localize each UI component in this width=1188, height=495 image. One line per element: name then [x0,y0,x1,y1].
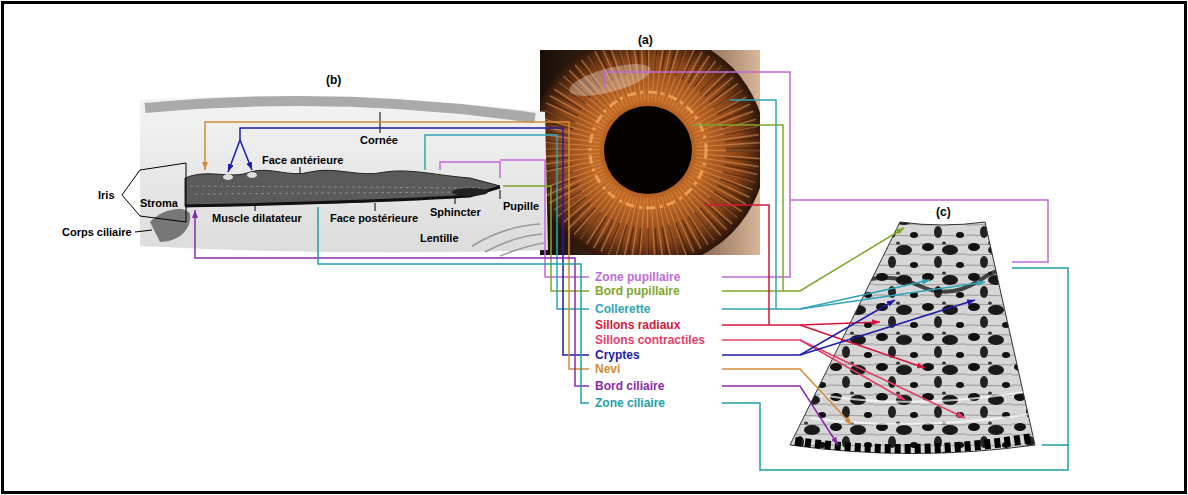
leader-line [776,280,930,309]
pupil [604,106,692,194]
iris-disc [540,50,760,255]
section-ground [140,96,548,252]
collarette-line [860,270,1010,292]
crypt [223,174,233,180]
leader-line [503,186,589,291]
leader-line [800,300,975,355]
leader-line [722,386,838,445]
panel-letter: (b) [326,73,341,87]
sphincter-muscle [452,188,488,196]
leader-line [318,207,589,403]
iris-band-texture [790,222,1035,454]
cornea [145,101,535,118]
leader-line [240,128,589,355]
leader-line [425,135,589,309]
part-label: Cornée [360,133,398,147]
part-label: Sphincter [430,205,481,219]
zone-bracket [722,268,1068,470]
part-label: Muscle dilatateur [212,211,302,225]
feature-label: Bord ciliaire [595,379,664,393]
part-label: Iris [98,188,115,202]
leader-line [722,300,895,355]
leader-line [195,210,589,386]
leader-line [705,205,769,325]
feature-label: Bord pupillaire [595,284,680,298]
feature-label: Collerette [595,302,650,316]
leader-line [800,325,925,368]
leader-line [769,322,880,325]
leader-line [228,140,240,172]
leader-line [205,122,589,369]
ciliary-body [150,209,190,242]
leader-line [605,72,790,277]
leader-line [722,369,852,425]
leader-lines [195,72,1068,470]
iris-bracket [122,163,186,222]
lens [472,224,544,256]
ciliary-border [795,438,1032,449]
part-label: Face postérieure [330,211,418,225]
feature-label: Sillons radiaux [595,318,680,332]
unwrapped-iris [790,222,1035,454]
leader-line [800,340,965,418]
frame [3,3,1186,493]
part-label: Lentille [420,231,459,245]
crypt [247,172,257,178]
leader-line [240,140,252,170]
highlight [566,58,653,103]
feature-label: Zone pupillaire [595,270,680,284]
collarette-ring [590,92,706,208]
posterior-epithelium [185,187,500,206]
feature-label: Nevi [595,362,620,376]
leader-line [440,160,589,277]
feature-label: Zone ciliaire [595,396,665,410]
leader-line [722,340,905,400]
part-label: Face antérieure [262,153,343,167]
feature-label: Sillons contractiles [595,333,705,347]
part-label: Pupille [503,199,539,213]
part-label: Corps ciliaire [62,225,132,239]
stroma-texture [190,186,480,194]
iris-photo [540,50,760,255]
feature-label: Cryptes [595,348,640,362]
leader-line [790,200,1048,262]
part-label: Stroma [140,196,178,210]
iris-furrows [550,52,746,248]
panel-letter: (c) [936,205,951,219]
leader-line [783,228,904,291]
iris-band [185,170,500,206]
panel-letter: (a) [638,33,653,47]
texture-details [795,270,1032,449]
iris-section [122,96,548,256]
